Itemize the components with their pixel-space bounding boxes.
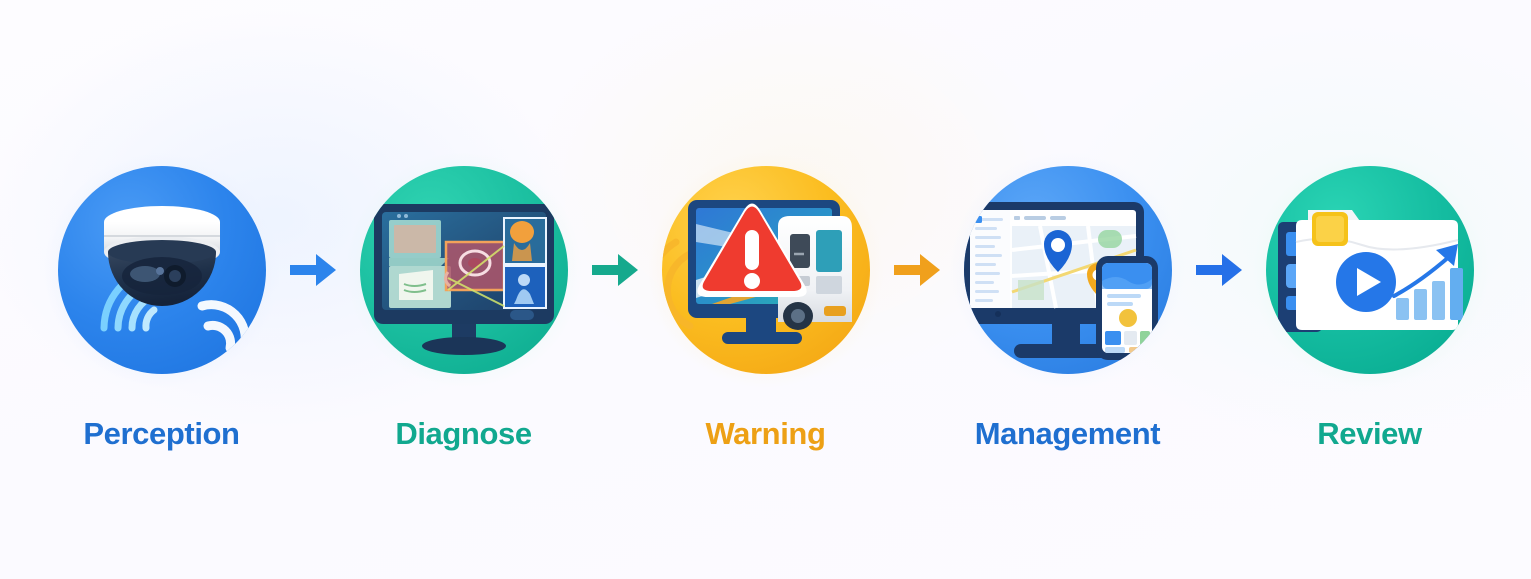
badge-review — [1250, 150, 1490, 390]
flow-step-label-perception: Perception — [83, 416, 240, 451]
circle-perception — [57, 166, 266, 374]
arrow-perception-diagnose — [282, 150, 344, 390]
circle-diagnose — [359, 166, 568, 374]
flow-step-label-review: Review — [1317, 416, 1422, 451]
badge-warning — [646, 150, 886, 390]
arrow-diagnose-warning — [584, 150, 646, 390]
flow-step-management[interactable]: Management — [948, 150, 1188, 449]
flow-step-diagnose[interactable]: Diagnose — [344, 150, 584, 449]
flow-step-warning[interactable]: Warning — [646, 150, 886, 449]
arrow-management-review — [1188, 150, 1250, 390]
badge-management — [948, 150, 1188, 390]
circle-review — [1265, 166, 1474, 374]
flow-step-review[interactable]: Review — [1250, 150, 1490, 449]
flow-step-label-warning: Warning — [705, 416, 826, 451]
badge-perception — [42, 150, 282, 390]
flow-step-perception[interactable]: Perception — [42, 150, 282, 449]
badge-diagnose — [344, 150, 584, 390]
arrow-warning-management — [886, 150, 948, 390]
circle-management — [963, 166, 1172, 374]
flow-step-label-management: Management — [974, 416, 1161, 451]
flow-step-label-diagnose: Diagnose — [395, 416, 532, 451]
circle-warning — [661, 166, 870, 374]
